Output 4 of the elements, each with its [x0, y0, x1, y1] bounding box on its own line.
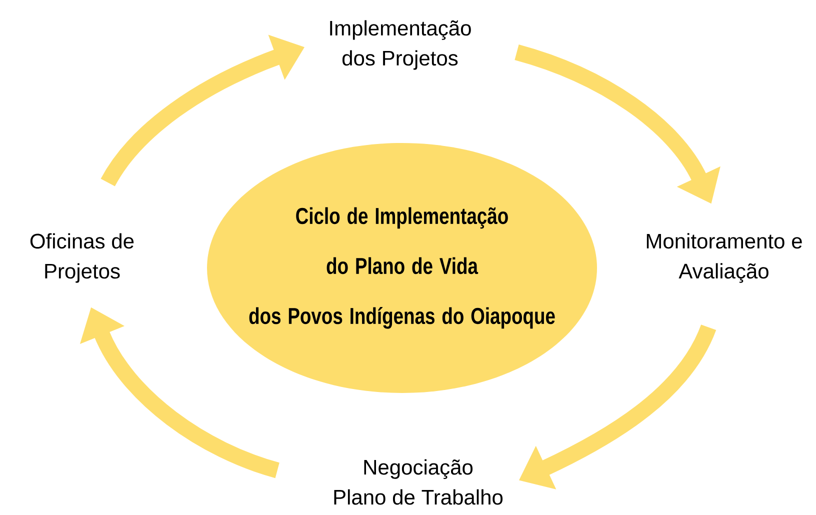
stage-label: Negociação Plano de Trabalho [334, 459, 503, 505]
stage-label: Oficinas de Projetos [30, 233, 134, 283]
stage-label: Monitoramento e Avaliação [646, 233, 802, 283]
stage-label: Implementação dos Projetos [330, 20, 471, 70]
